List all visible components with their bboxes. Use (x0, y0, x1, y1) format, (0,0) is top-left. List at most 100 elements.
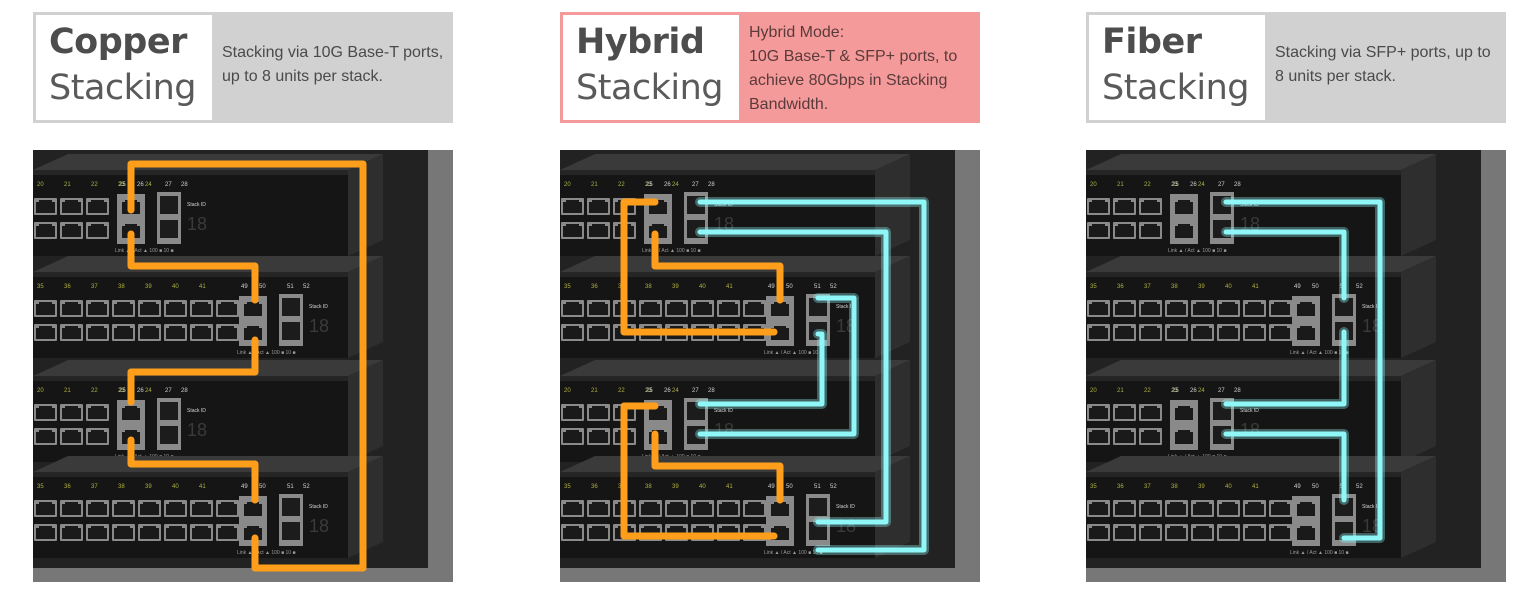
switch-side-face (1401, 360, 1436, 462)
stack-id-label: Stack ID (714, 202, 733, 208)
port-number-label: 40 (699, 484, 706, 490)
stack-id-display: 18 (309, 316, 329, 336)
port-number-label: 39 (145, 484, 152, 490)
uplink-number-label: 28 (708, 182, 715, 188)
switch-top-face (1086, 360, 1436, 376)
port-number-label: 36 (64, 284, 71, 290)
stack-id-label: Stack ID (714, 408, 733, 414)
port-number-label: 22 (618, 388, 625, 394)
copper-loop-cable (127, 160, 367, 572)
port-number-label: 36 (64, 484, 71, 490)
port-number-label: 21 (1117, 388, 1124, 394)
hybrid-copper-cable-d (651, 430, 784, 504)
port-number-label: 24 (145, 388, 152, 394)
stack-id-label: Stack ID (309, 504, 328, 510)
copper-subtitle: Stacking (49, 68, 197, 108)
stack-id-label: Stack ID (187, 408, 206, 414)
stack-id-display: 18 (187, 214, 207, 234)
copper-stacking-panel: Copper Stacking Stacking via 10G Base-T … (33, 0, 453, 602)
switch-top-face (33, 360, 383, 376)
led-legend: Link ▲ / Act ▲ 100 ■ 10 ■ (764, 350, 822, 356)
port-number-label: 36 (1117, 484, 1124, 490)
led-legend: Link ▲ / Act ▲ 100 ■ 10 ■ (642, 248, 700, 254)
uplink-number-label: 28 (181, 182, 188, 188)
hybrid-title-box: Hybrid Stacking (563, 15, 739, 120)
fiber-link-2-3 (1223, 329, 1347, 407)
uplink-number-label: 50 (786, 484, 793, 490)
port-number-label: 35 (37, 284, 44, 290)
led-legend: Link ▲ / Act ▲ 100 ■ 10 ■ (1290, 550, 1348, 556)
copper-title: Copper (49, 22, 187, 62)
port-number-label: 23 (1171, 388, 1178, 394)
hybrid-fiber-cable-4 (697, 331, 825, 407)
uplink-number-label: 25 (119, 182, 126, 188)
uplink-number-label: 26 (664, 182, 671, 188)
port-number-label: 20 (1090, 182, 1097, 188)
uplink-number-label: 27 (692, 388, 699, 394)
uplink-number-label: 26 (1190, 182, 1197, 188)
port-number-label: 20 (564, 388, 571, 394)
uplink-number-label: 25 (1172, 388, 1179, 394)
hybrid-copper-cable-a (620, 198, 778, 336)
stack-id-label: Stack ID (1240, 202, 1259, 208)
stack-id-display: 18 (1362, 316, 1382, 336)
hybrid-fiber-cable-1 (697, 199, 927, 553)
fiber-link-3-4 (1223, 431, 1347, 503)
uplink-number-label: 25 (646, 182, 653, 188)
switch-side-face (875, 360, 910, 462)
port-number-label: 23 (645, 182, 652, 188)
copper-description: Stacking via 10G Base-T ports, up to 8 u… (222, 44, 444, 85)
stack-id-label: Stack ID (1362, 504, 1381, 510)
hybrid-title: Hybrid (576, 22, 705, 62)
port-number-label: 21 (1117, 182, 1124, 188)
fiber-header: Fiber Stacking Stacking via SFP+ ports, … (1086, 12, 1506, 123)
port-number-label: 22 (1144, 182, 1151, 188)
copper-header: Copper Stacking Stacking via 10G Base-T … (33, 12, 453, 123)
port-number-label: 39 (672, 284, 679, 290)
port-number-label: 23 (645, 388, 652, 394)
port-number-label: 22 (1144, 388, 1151, 394)
port-number-label: 24 (1198, 388, 1205, 394)
port-number-label: 21 (64, 182, 71, 188)
uplink-number-label: 51 (814, 284, 821, 290)
port-number-label: 22 (618, 182, 625, 188)
port-number-label: 39 (672, 484, 679, 490)
port-number-label: 36 (591, 284, 598, 290)
switch-front-panel (1086, 376, 1401, 462)
port-number-label: 22 (91, 182, 98, 188)
port-number-label: 40 (172, 484, 179, 490)
port-number-label: 40 (172, 284, 179, 290)
stack-id-display: 18 (1240, 214, 1260, 234)
port-number-label: 37 (91, 484, 98, 490)
uplink-number-label: 26 (664, 388, 671, 394)
port-number-label: 36 (591, 484, 598, 490)
switch-top-face (1086, 154, 1436, 170)
led-legend: Link ▲ / Act ▲ 100 ■ 10 ■ (115, 248, 173, 254)
port-number-label: 41 (1252, 484, 1259, 490)
switch-side-face (875, 456, 910, 558)
switch-top-face (1086, 456, 1436, 472)
port-number-label: 38 (645, 284, 652, 290)
fiber-loop-cable (1223, 199, 1383, 541)
uplink-number-label: 49 (768, 284, 775, 290)
copper-link-2-3 (127, 336, 259, 406)
port-number-label: 20 (37, 388, 44, 394)
uplink-number-label: 25 (119, 388, 126, 394)
uplink-number-label: 51 (814, 484, 821, 490)
uplink-number-label: 51 (287, 284, 294, 290)
uplink-number-label: 25 (646, 388, 653, 394)
uplink-number-label: 27 (692, 182, 699, 188)
port-number-label: 35 (37, 484, 44, 490)
port-number-label: 23 (118, 388, 125, 394)
switch-side-face (1401, 256, 1436, 358)
uplink-number-label: 28 (181, 388, 188, 394)
uplink-number-label: 26 (1190, 388, 1197, 394)
